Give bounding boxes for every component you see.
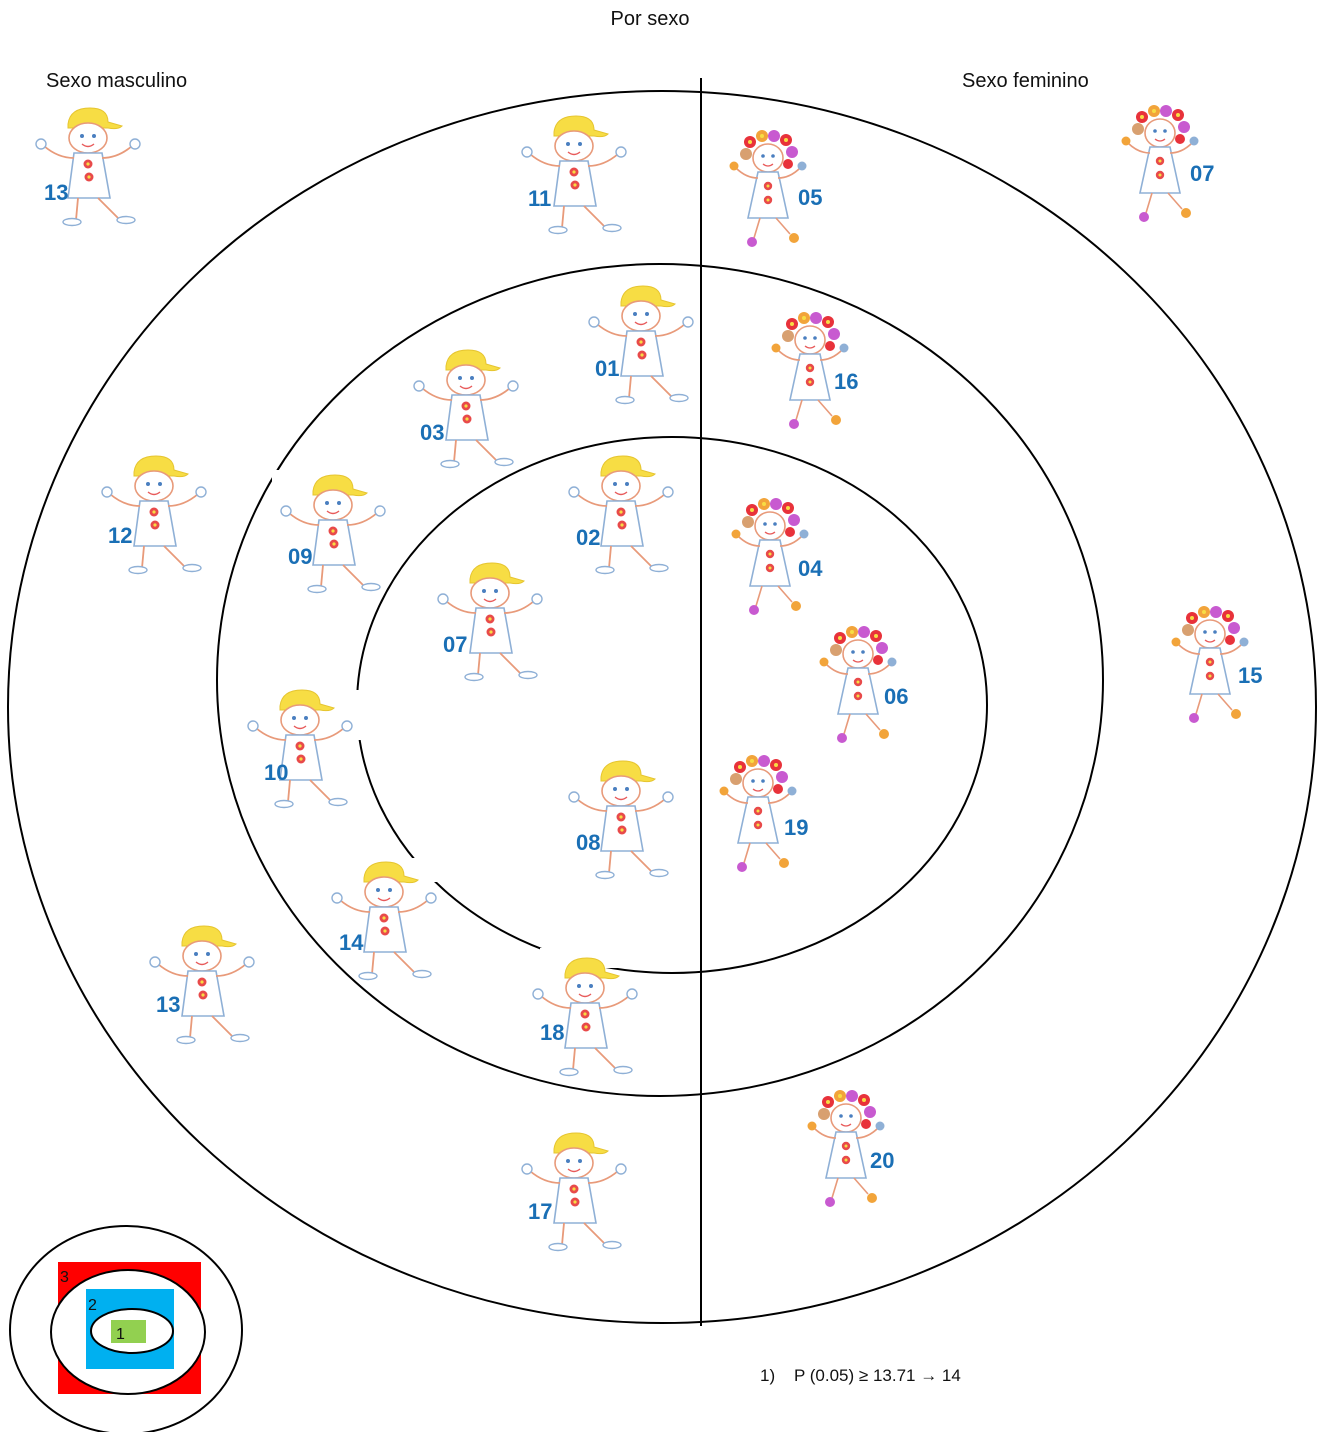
- boy-number-label: 03: [420, 420, 444, 445]
- boy-figure-icon: [589, 286, 693, 404]
- middle-ring: [217, 264, 1103, 1096]
- boy-number-label: 12: [108, 523, 132, 548]
- boy-figure-icon: [522, 1133, 626, 1251]
- boy-figure-icon: [569, 456, 673, 574]
- girl-number-label: 05: [798, 185, 822, 210]
- legend-label-2: 2: [88, 1297, 97, 1314]
- girl-number-label: 20: [870, 1148, 894, 1173]
- boy-number-label: 13: [156, 992, 180, 1017]
- male-figures: 13 11 12 13 17 01 03 09 10 14 18 02 07 08: [36, 108, 693, 1251]
- ring-gap: [350, 690, 364, 740]
- boy-figure-icon: [522, 116, 626, 234]
- ring-legend: 3 2 1: [10, 1226, 242, 1432]
- boy-number-label: 11: [528, 186, 551, 211]
- boy-figure-icon: [533, 958, 637, 1076]
- boy-number-label: 17: [528, 1199, 552, 1224]
- boy-number-label: 10: [264, 760, 288, 785]
- girl-number-label: 04: [798, 556, 823, 581]
- outer-ring: [8, 91, 1316, 1323]
- female-figures: 05 07 16 04 06 19 15 20: [720, 105, 1263, 1207]
- boy-figure-icon: [281, 475, 385, 593]
- boy-figure-icon: [248, 690, 352, 808]
- girl-figure-icon: [720, 755, 797, 872]
- girl-figure-icon: [1122, 105, 1199, 222]
- girl-figure-icon: [732, 498, 809, 615]
- girl-number-label: 19: [784, 815, 808, 840]
- girl-number-label: 15: [1238, 663, 1262, 688]
- boy-figure-icon: [569, 761, 673, 879]
- girl-number-label: 07: [1190, 161, 1214, 186]
- legend-label-1: 1: [116, 1326, 125, 1343]
- girl-figure-icon: [730, 130, 807, 247]
- boy-figure-icon: [102, 456, 206, 574]
- boy-number-label: 18: [540, 1020, 564, 1045]
- footnote-formula: 1) P (0.05) ≥ 13.71 → 14: [760, 1366, 961, 1386]
- boy-number-label: 02: [576, 525, 600, 550]
- boy-number-label: 14: [339, 930, 364, 955]
- boy-figure-icon: [438, 563, 542, 681]
- boy-number-label: 08: [576, 830, 600, 855]
- legend-label-3: 3: [60, 1269, 69, 1286]
- boy-figure-icon: [414, 350, 518, 468]
- boy-number-label: 09: [288, 544, 312, 569]
- boy-figure-icon: [36, 108, 140, 226]
- girl-number-label: 06: [884, 684, 908, 709]
- boy-number-label: 01: [595, 356, 619, 381]
- girl-number-label: 16: [834, 369, 858, 394]
- boy-number-label: 13: [44, 180, 68, 205]
- ring-gap: [272, 470, 284, 496]
- boy-number-label: 07: [443, 632, 467, 657]
- girl-figure-icon: [1172, 606, 1249, 723]
- boy-figure-icon: [150, 926, 254, 1044]
